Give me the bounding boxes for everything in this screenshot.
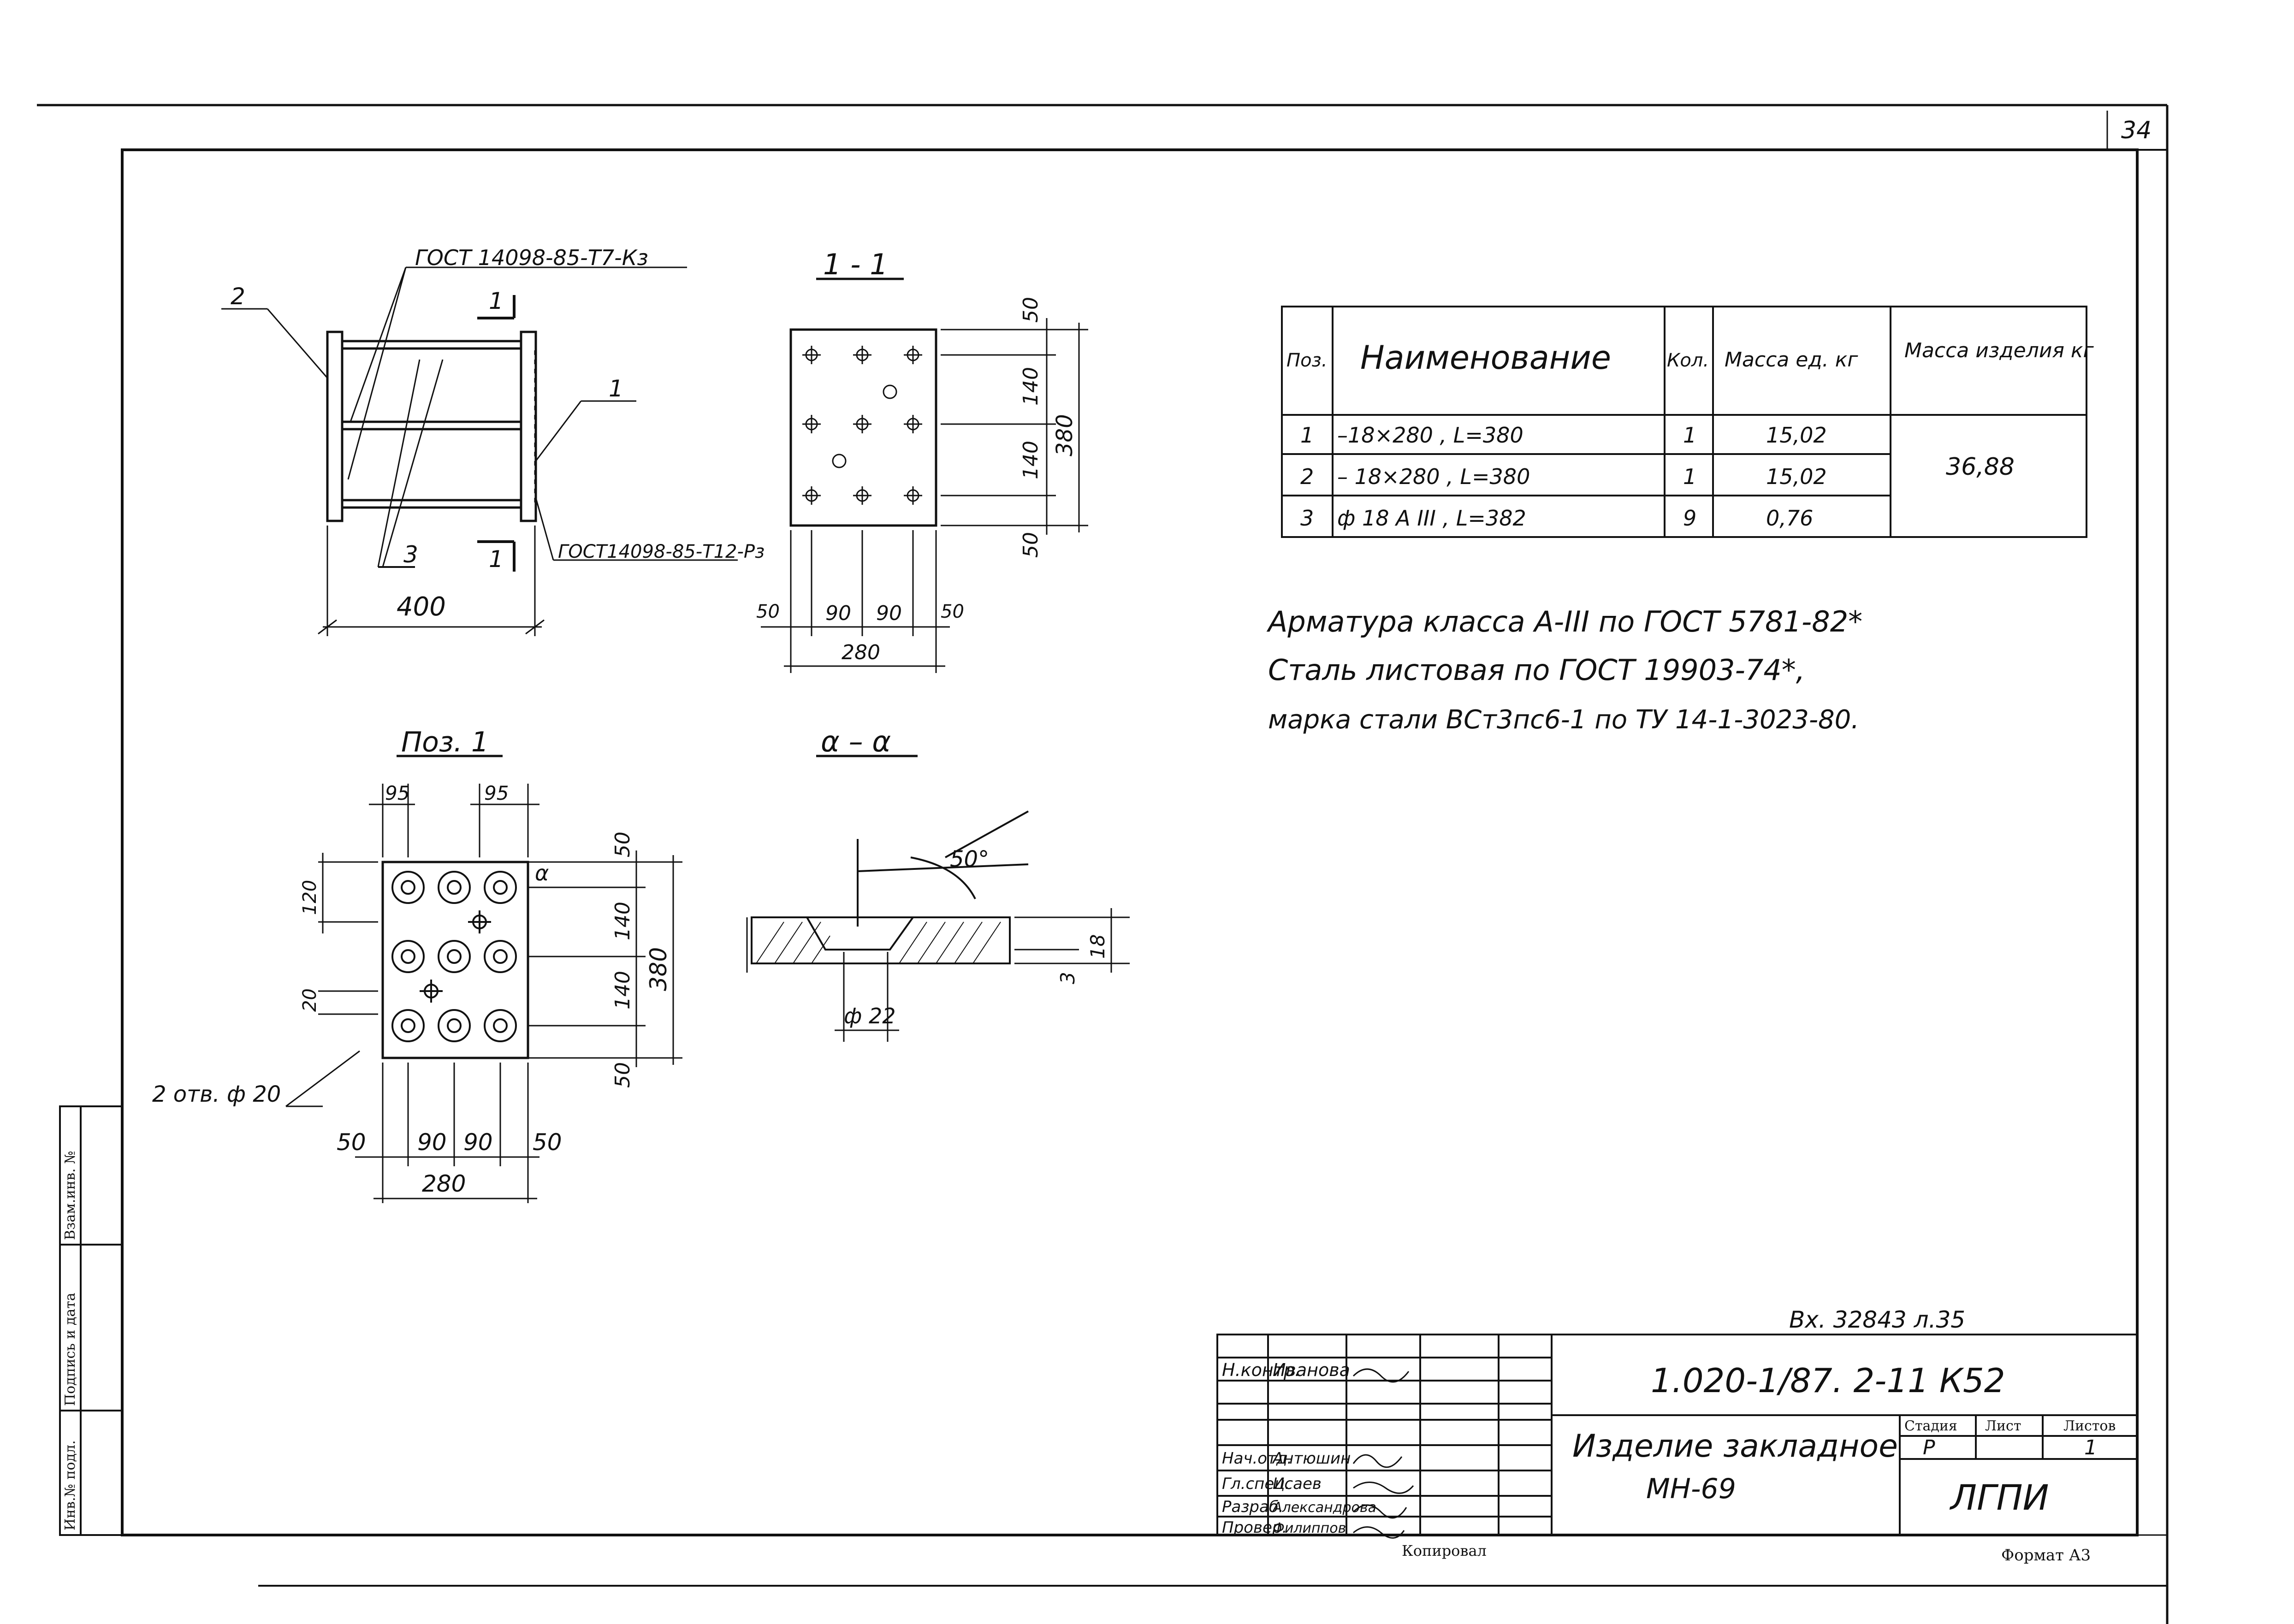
spec-row-1-name: –18×280 , L=380 bbox=[1337, 423, 1523, 448]
sheets-label: Листов bbox=[2063, 1418, 2116, 1434]
role-norm-control: Н.контр. bbox=[1222, 1360, 1300, 1380]
poz1-holes-note: 2 отв. ф 20 bbox=[152, 1081, 281, 1107]
position-label-2: 2 bbox=[231, 283, 245, 310]
title-block-grid bbox=[1216, 1334, 2138, 1536]
dim-1-1-90-right: 90 bbox=[876, 602, 902, 625]
section-mark-top: 1 bbox=[489, 288, 504, 314]
spec-row-3-pos: 3 bbox=[1300, 506, 1314, 531]
spec-header-total-mass: Масса изделия кг bbox=[1904, 339, 2094, 362]
drawing-designation: 1.020-1/87. 2-11 К52 bbox=[1651, 1361, 2005, 1400]
dim-1-1-140-lower: 140 bbox=[1019, 441, 1043, 479]
poz1-view bbox=[285, 755, 682, 1203]
dim-1-1-left-50: 50 bbox=[756, 601, 780, 622]
poz1-dim-left-50: 50 bbox=[337, 1129, 366, 1156]
spec-row-1-mass: 15,02 bbox=[1766, 423, 1827, 448]
section-1-1-view bbox=[761, 278, 1088, 673]
poz1-dim-right-50: 50 bbox=[533, 1129, 562, 1156]
spec-total-mass: 36,88 bbox=[1946, 453, 2015, 481]
spec-row-3-name: ф 18 А III , L=382 bbox=[1337, 506, 1526, 531]
role-developer: Разраб. bbox=[1222, 1498, 1284, 1516]
role-dept-head: Нач.отд. bbox=[1222, 1449, 1292, 1468]
dim-1-1-90-left: 90 bbox=[825, 602, 851, 625]
organization-name: ЛГПИ bbox=[1949, 1477, 2049, 1518]
signature-marks bbox=[1352, 1368, 1414, 1539]
poz1-section-label-alpha: α bbox=[535, 861, 549, 886]
dim-1-1-bottom-50: 50 bbox=[1019, 532, 1043, 558]
note-sheet-steel: Сталь листовая по ГОСТ 19903-74*, bbox=[1268, 653, 1805, 687]
position-label-1: 1 bbox=[609, 375, 623, 402]
spec-row-2-pos: 2 bbox=[1300, 464, 1314, 489]
margin-label-signature: Подпись и дата bbox=[62, 1293, 78, 1406]
poz1-dim-20: 20 bbox=[299, 988, 320, 1012]
poz1-dim-120: 120 bbox=[299, 880, 320, 915]
section-1-1-title: 1 - 1 bbox=[823, 248, 888, 281]
dim-1-1-right-50: 50 bbox=[941, 601, 964, 622]
poz1-dim-140-lower: 140 bbox=[611, 971, 634, 1010]
role-checker: Провер. bbox=[1222, 1518, 1287, 1537]
assembly-view bbox=[221, 266, 738, 636]
margin-stamp bbox=[59, 1105, 123, 1536]
dim-1-1-380: 380 bbox=[1052, 414, 1078, 456]
dim-1-1-280: 280 bbox=[842, 641, 880, 664]
inventory-note: Вх. 32843 л.35 bbox=[1789, 1306, 1965, 1333]
spec-header-qty: Кол. bbox=[1667, 350, 1709, 371]
poz1-dim-top-50: 50 bbox=[611, 832, 634, 857]
margin-label-replaced: Взам.инв. № bbox=[62, 1151, 78, 1240]
name-chief-spec: Исаев bbox=[1273, 1475, 1322, 1493]
gost-weld-top: ГОСТ 14098-85-Т7-Кз bbox=[415, 245, 648, 270]
poz1-dim-90-left: 90 bbox=[417, 1129, 447, 1156]
section-a-a-dim-3: 3 bbox=[1056, 972, 1079, 984]
spec-table-grid bbox=[1281, 306, 2087, 538]
dim-1-1-140-upper: 140 bbox=[1019, 367, 1043, 406]
poz1-dim-280: 280 bbox=[422, 1170, 466, 1197]
section-mark-bottom: 1 bbox=[489, 546, 504, 573]
spec-row-2-mass: 15,02 bbox=[1766, 464, 1827, 489]
spec-header-unit-mass: Масса ед. кг bbox=[1725, 348, 1858, 372]
poz1-dim-90-right: 90 bbox=[463, 1129, 493, 1156]
poz1-title: Поз. 1 bbox=[401, 726, 489, 758]
product-code: МН-69 bbox=[1646, 1473, 1736, 1505]
page-number: 34 bbox=[2121, 117, 2152, 144]
section-a-a-title: α – α bbox=[821, 725, 891, 758]
spec-row-2-name: – 18×280 , L=380 bbox=[1337, 464, 1530, 489]
stage-label: Стадия bbox=[1904, 1418, 1957, 1434]
stage-value: Р bbox=[1923, 1436, 1935, 1459]
spec-header-name: Наименование bbox=[1360, 339, 1611, 377]
spec-row-3-qty: 9 bbox=[1683, 506, 1696, 531]
poz1-dim-140-upper: 140 bbox=[611, 902, 634, 940]
poz1-dim-bottom-50: 50 bbox=[611, 1062, 634, 1088]
name-developer: Александрова bbox=[1272, 1500, 1376, 1516]
section-a-a-angle: 50° bbox=[950, 846, 989, 872]
spec-row-2-qty: 1 bbox=[1683, 464, 1696, 489]
section-a-a-dim-phi22: ф 22 bbox=[844, 1004, 895, 1028]
spec-row-1-pos: 1 bbox=[1300, 423, 1314, 448]
name-norm-control: Иванова bbox=[1273, 1360, 1350, 1380]
spec-row-3-mass: 0,76 bbox=[1766, 506, 1813, 531]
name-checker: Филиппов bbox=[1273, 1520, 1346, 1536]
sheets-value: 1 bbox=[2084, 1436, 2097, 1459]
note-steel-grade: марка стали ВСт3пс6-1 по ТУ 14-1-3023-80… bbox=[1268, 705, 1859, 735]
format-label: Формат А3 bbox=[2001, 1546, 2091, 1565]
poz1-dim-95-left: 95 bbox=[385, 782, 409, 804]
note-rebar-class: Арматура класса А-III по ГОСТ 5781-82* bbox=[1266, 605, 1862, 638]
margin-label-inventory: Инв.№ подл. bbox=[62, 1440, 78, 1530]
dimension-400: 400 bbox=[397, 592, 446, 622]
spec-row-1-qty: 1 bbox=[1683, 423, 1696, 448]
poz1-dim-380: 380 bbox=[645, 947, 672, 991]
section-a-a-view bbox=[746, 755, 1130, 1042]
product-name: Изделие закладное bbox=[1572, 1428, 1898, 1465]
position-label-3: 3 bbox=[403, 541, 418, 568]
role-chief-spec: Гл.спец. bbox=[1222, 1475, 1290, 1493]
spec-header-pos: Поз. bbox=[1286, 350, 1328, 371]
poz1-dim-95-right: 95 bbox=[484, 782, 509, 804]
copied-label: Копировал bbox=[1402, 1542, 1487, 1559]
sheet-label: Лист bbox=[1985, 1418, 2021, 1434]
gost-weld-bottom: ГОСТ14098-85-Т12-Рз bbox=[558, 541, 765, 562]
section-a-a-dim-18: 18 bbox=[1086, 934, 1109, 959]
name-dept-head: Антюшин bbox=[1272, 1449, 1351, 1468]
dim-1-1-top-50: 50 bbox=[1019, 297, 1043, 323]
sheet-frame bbox=[37, 104, 2169, 1624]
